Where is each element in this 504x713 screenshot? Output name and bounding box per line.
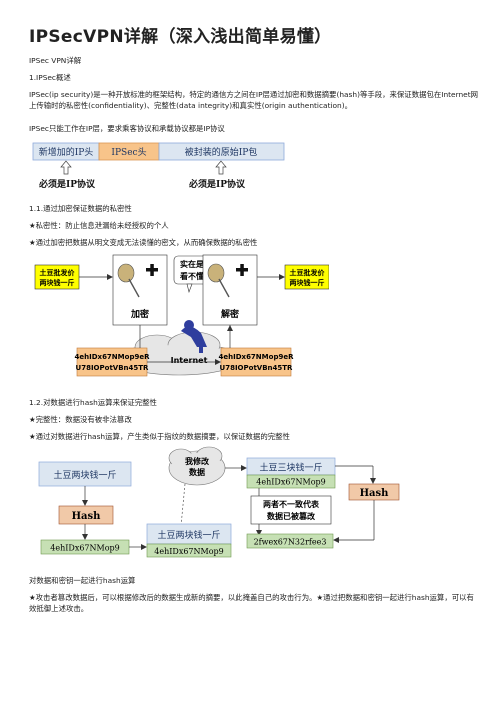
cipher-right-line2: U78IOPotVBn45TR — [220, 364, 294, 372]
up-arrow-icon — [215, 160, 227, 175]
decrypt-label: 解密 — [221, 308, 239, 320]
section-heading-1-2: 1.2.对数据进行hash运算来保证完整性 — [29, 398, 157, 407]
bullet-integrity: ★完整性：数据没有被非法篡改 — [29, 415, 132, 424]
new-digest-box — [246, 533, 334, 549]
intercepted-digest-box — [146, 543, 232, 558]
bubble-line2: 看不懂 — [179, 271, 204, 281]
intro-line: IPSec VPN详解 — [29, 56, 82, 65]
paragraph-attack: ★攻击者篡改数据后，可以根据修改后的数据生成新的摘要，以此掩盖自己的攻击行为。★… — [29, 593, 474, 613]
original-ip-packet-box — [158, 142, 285, 161]
note-left: 必须是IP协议 — [38, 178, 96, 190]
new-ip-header-label: 新增加的IP头 — [39, 146, 94, 158]
plaintext-left-line2: 两块钱一斤 — [40, 278, 75, 287]
plus-icon — [146, 264, 158, 276]
tampered-digest-text: 4ehIDx67NMop9 — [256, 478, 325, 487]
bullet-privacy: ★私密性：防止信息泄漏给未经授权的个人 — [29, 221, 169, 230]
hash-left-label: Hash — [72, 511, 102, 522]
cipher-right-line1: 4ehIDx67NMop9eR — [219, 353, 295, 361]
note-right: 必须是IP协议 — [188, 178, 246, 190]
source-data-box — [38, 461, 132, 487]
section-heading-1-1: 1.1.通过加密保证数据的私密性 — [29, 204, 132, 213]
encryption-figure: 土豆批发价 两块钱一斤 土豆批发价 两块钱一斤 加密 实在是 看不懂 解密 — [34, 254, 329, 377]
ciphertext-box-left — [76, 347, 148, 377]
ipsec-header-label: IPSec头 — [111, 147, 146, 158]
key-icon — [207, 263, 230, 298]
cloud-bubble-icon — [168, 446, 226, 486]
encrypt-label: 加密 — [130, 308, 149, 320]
intercepted-data-text: 土豆两块钱一斤 — [157, 529, 220, 541]
hash-box-left — [58, 505, 114, 525]
paragraph-overview: IPSec(ip security)是一种开放标准的框架结构，特定的通信方之间在… — [29, 90, 478, 110]
digest-left-text: 4ehIDx67NMop9 — [50, 544, 119, 553]
bubble-line2: 数据 — [189, 467, 205, 477]
original-packet-label: 被封装的原始IP包 — [185, 146, 258, 158]
cipher-left-line2: U78IOPotVBn45TR — [76, 364, 150, 372]
new-digest-text: 2fwex67N32rfee3 — [254, 538, 327, 547]
caption-hash-with-key: 对数据和密钥一起进行hash运算 — [29, 576, 136, 585]
up-arrow-icon — [60, 160, 72, 175]
paragraph-ip-layer: IPSec只能工作在IP层，要求乘客协议和承载协议都是IP协议 — [29, 124, 225, 133]
internet-label: Internet — [171, 356, 208, 365]
tampered-digest-box — [246, 474, 336, 489]
plaintext-left-line1: 土豆批发价 — [40, 268, 76, 277]
intercepted-digest-text: 4ehIDx67NMop9 — [154, 547, 223, 556]
bullet-hash: ★通过对数据进行hash运算，产生类似于指纹的数据摘要，以保证数据的完整性 — [29, 432, 290, 441]
key-icon — [117, 263, 140, 298]
hash-integrity-figure: 土豆两块钱一斤 Hash 4ehIDx67NMop9 我修改 数据 土豆两块钱一… — [38, 446, 400, 558]
ciphertext-box-right — [220, 347, 292, 377]
cipher-left-line1: 4ehIDx67NMop9eR — [75, 353, 151, 361]
packet-structure-figure: 新增加的IP头 IPSec头 被封装的原始IP包 必须是IP协议 必须是IP协议 — [32, 142, 285, 190]
plaintext-right-line2: 两块钱一斤 — [290, 278, 325, 287]
mismatch-line2: 数据已被篡改 — [267, 511, 316, 521]
plus-icon — [236, 264, 248, 276]
bubble-line1: 实在是 — [180, 259, 204, 269]
mismatch-note-box — [250, 495, 332, 525]
tampered-data-text: 土豆三块钱一斤 — [259, 462, 322, 474]
source-data-text: 土豆两块钱一斤 — [53, 469, 116, 481]
section-heading-1: 1.IPSec概述 — [29, 73, 71, 82]
eavesdropper-icon — [181, 320, 207, 353]
hash-right-label: Hash — [360, 488, 390, 499]
bullet-encryption: ★通过加密把数据从明文变成无法读懂的密文，从而确保数据的私密性 — [29, 238, 258, 247]
page-title: IPSecVPN详解（深入浅出简单易懂） — [29, 27, 332, 47]
plaintext-right-line1: 土豆批发价 — [290, 268, 326, 277]
bubble-line1: 我修改 — [185, 456, 210, 466]
mismatch-line1: 两者不一致代表 — [263, 499, 320, 509]
